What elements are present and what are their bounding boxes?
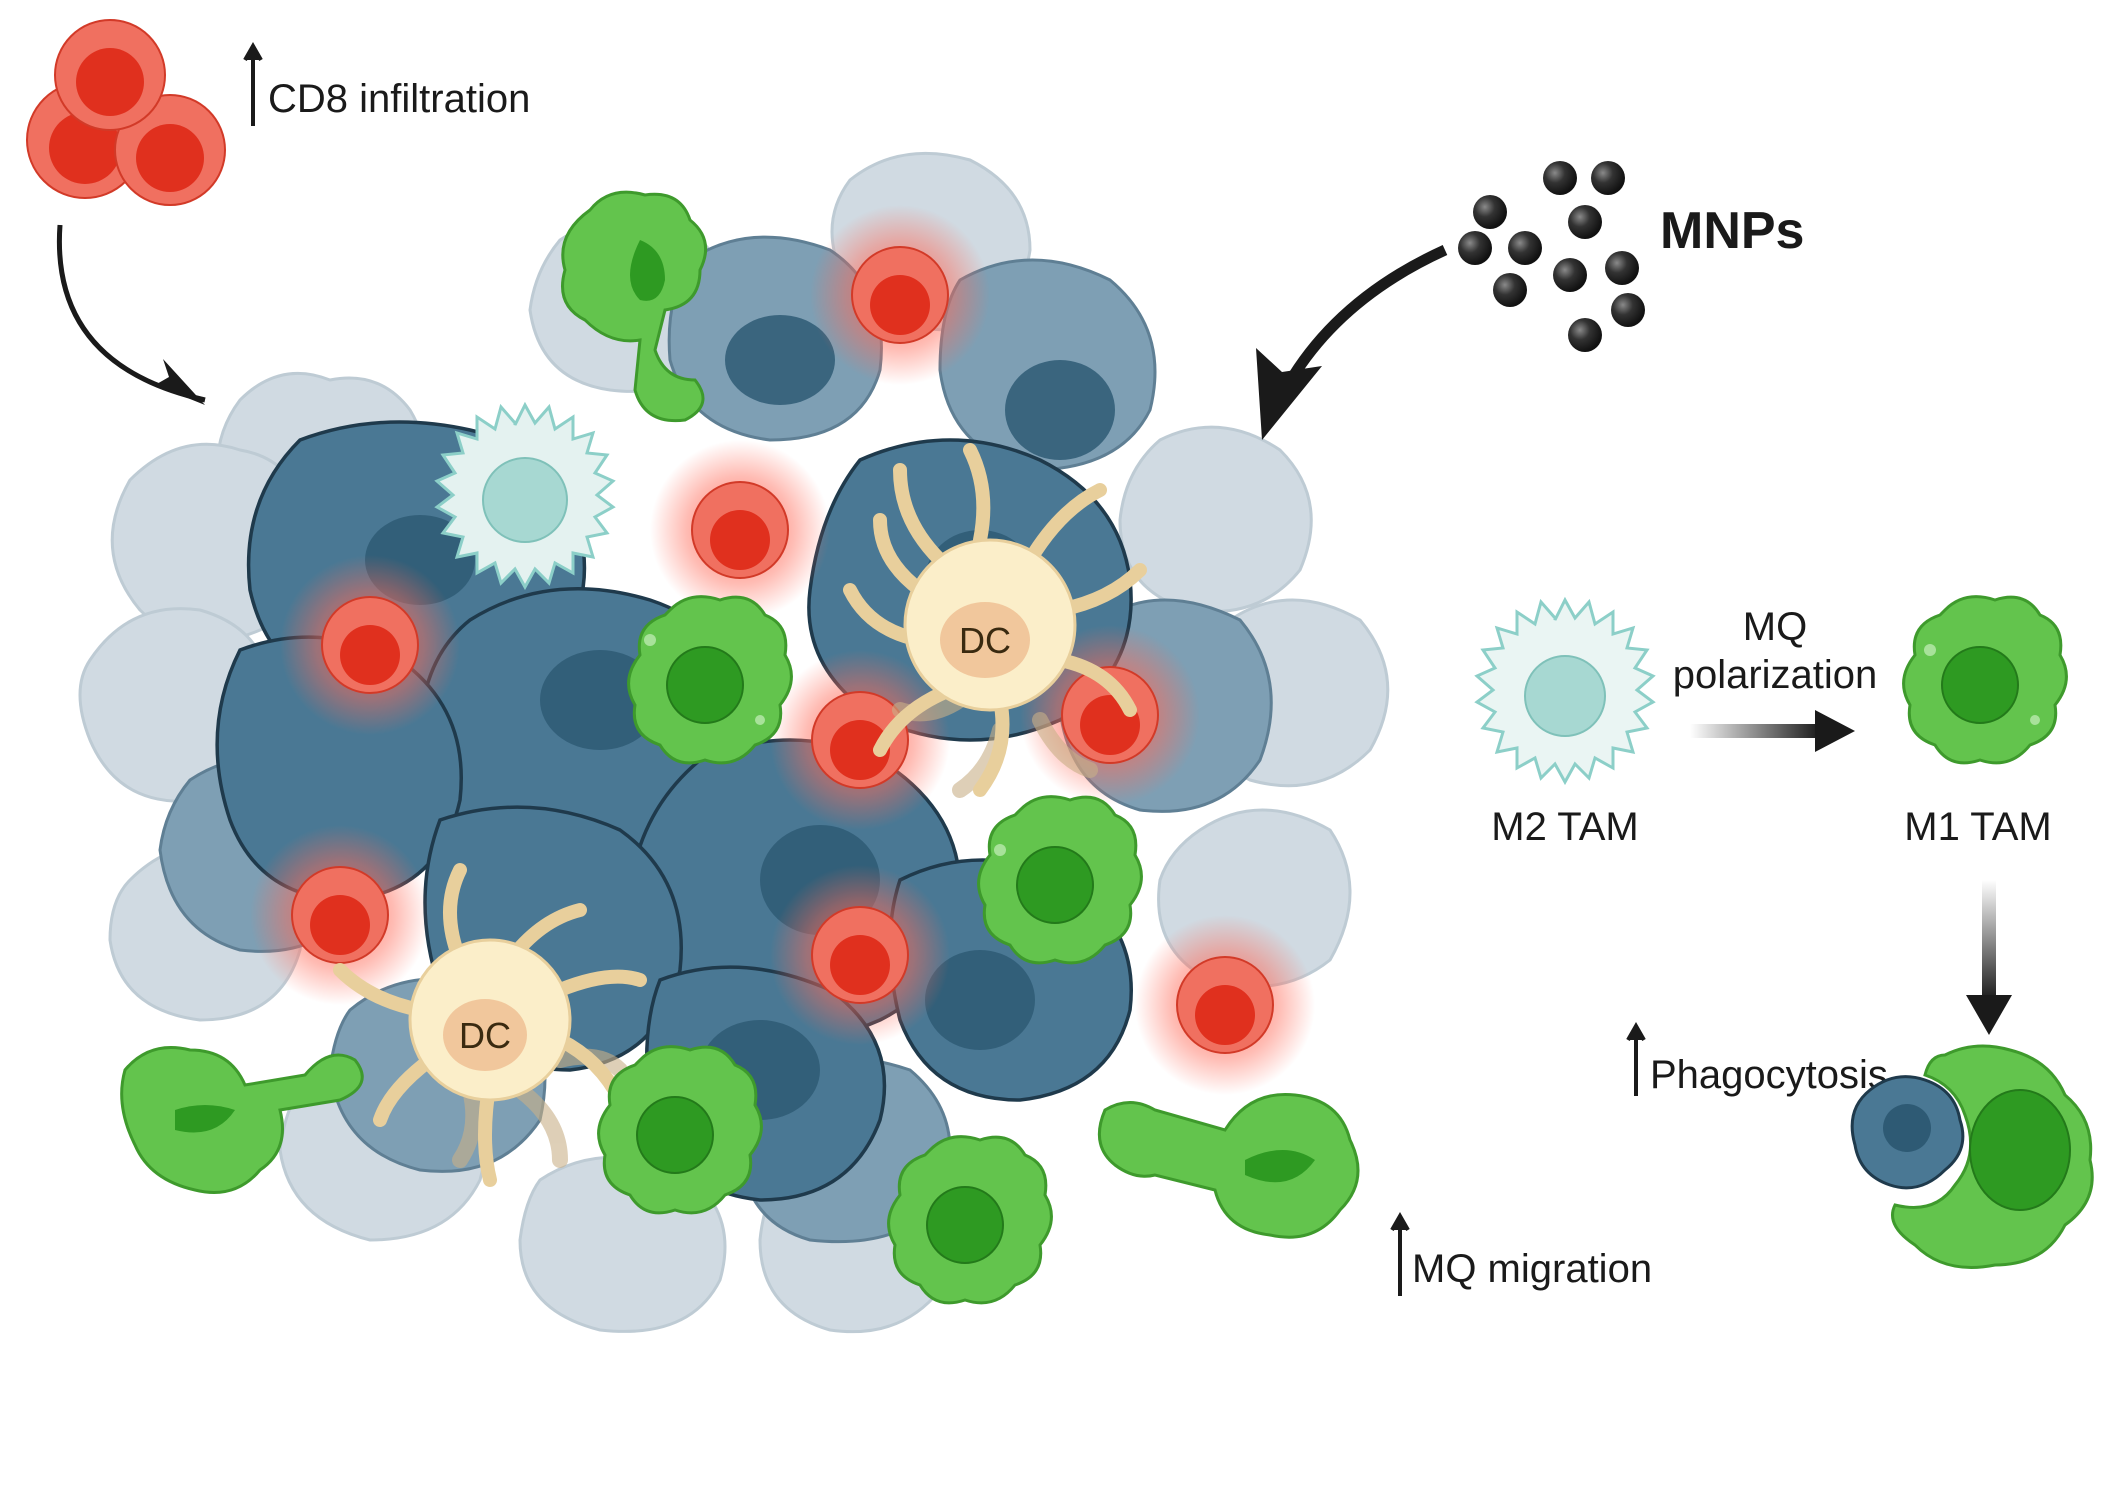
mnp-delivery-arrow bbox=[1280, 244, 1448, 393]
t-cell bbox=[650, 440, 830, 620]
nanoparticle bbox=[1568, 205, 1602, 239]
phagocytosis-label: Phagocytosis bbox=[1626, 1021, 1888, 1097]
m1-macrophages-in-tumor bbox=[120, 190, 1360, 1305]
t-cell bbox=[250, 825, 430, 1005]
up-arrow-icon bbox=[1626, 1021, 1646, 1096]
m2-tam bbox=[1474, 596, 1656, 786]
nanoparticle bbox=[1508, 231, 1542, 265]
m1-tam-label: M1 TAM bbox=[1904, 805, 2051, 849]
t-cell bbox=[810, 205, 990, 385]
mnp-cluster bbox=[1458, 161, 1645, 352]
dc-label-lower: DC bbox=[459, 1015, 511, 1056]
migrating-macrophage bbox=[1097, 1092, 1360, 1239]
tumor-cell-being-engulfed bbox=[1850, 1075, 1965, 1190]
m1-tam bbox=[1902, 595, 2068, 765]
mq-migration-label: MQ migration bbox=[1390, 1211, 1652, 1296]
nanoparticle bbox=[1605, 251, 1639, 285]
m2-tam-label: M2 TAM bbox=[1491, 805, 1638, 849]
dendritic-cell-lower: DC bbox=[333, 863, 647, 1187]
mnp-arrow-head bbox=[1256, 348, 1322, 440]
dc-label-upper: DC bbox=[959, 620, 1011, 661]
m1-macrophage bbox=[627, 595, 793, 765]
migrating-macrophage bbox=[561, 190, 708, 423]
cd8-infiltration-label: CD8 infiltration bbox=[243, 41, 530, 126]
down-arrow-icon bbox=[1966, 880, 2012, 1035]
nanoparticle bbox=[1553, 258, 1587, 292]
up-arrow-icon bbox=[243, 41, 263, 126]
dendritic-cell-upper: DC bbox=[843, 443, 1147, 798]
nanoparticle bbox=[1493, 273, 1527, 307]
mnps-label: MNPs bbox=[1660, 202, 1804, 260]
m1-macrophage bbox=[977, 795, 1143, 965]
mq-polarization-line2: polarization bbox=[1673, 653, 1878, 697]
nanoparticle bbox=[1543, 161, 1577, 195]
m1-macrophage bbox=[597, 1045, 763, 1215]
infiltrating-t-cells bbox=[250, 205, 1315, 1095]
nanoparticle bbox=[1458, 231, 1492, 265]
m2-macrophage-in-tumor bbox=[434, 401, 616, 591]
nanoparticle bbox=[1611, 293, 1645, 327]
mq-polarization-line1: MQ bbox=[1743, 605, 1807, 649]
cd8-arrow-head bbox=[155, 359, 205, 405]
nanoparticle bbox=[1568, 318, 1602, 352]
cd8-t-cell-cluster bbox=[26, 19, 226, 206]
nanoparticle bbox=[1591, 161, 1625, 195]
cd8-infiltration-text: CD8 infiltration bbox=[268, 77, 530, 121]
t-cell bbox=[770, 650, 950, 830]
t-cell bbox=[280, 555, 460, 735]
migrating-macrophage bbox=[120, 1046, 364, 1194]
nanoparticle bbox=[1473, 195, 1507, 229]
phagocytosing-macrophage bbox=[1850, 1044, 2094, 1269]
m1-macrophage bbox=[887, 1135, 1053, 1305]
t-cell bbox=[1135, 915, 1315, 1095]
t-cell bbox=[770, 865, 950, 1045]
phagocytosis-text: Phagocytosis bbox=[1650, 1053, 1888, 1097]
mq-migration-text: MQ migration bbox=[1412, 1247, 1652, 1291]
up-arrow-icon bbox=[1390, 1211, 1410, 1296]
cd8-infiltration-arrow bbox=[56, 224, 206, 403]
right-arrow-icon bbox=[1690, 710, 1855, 752]
